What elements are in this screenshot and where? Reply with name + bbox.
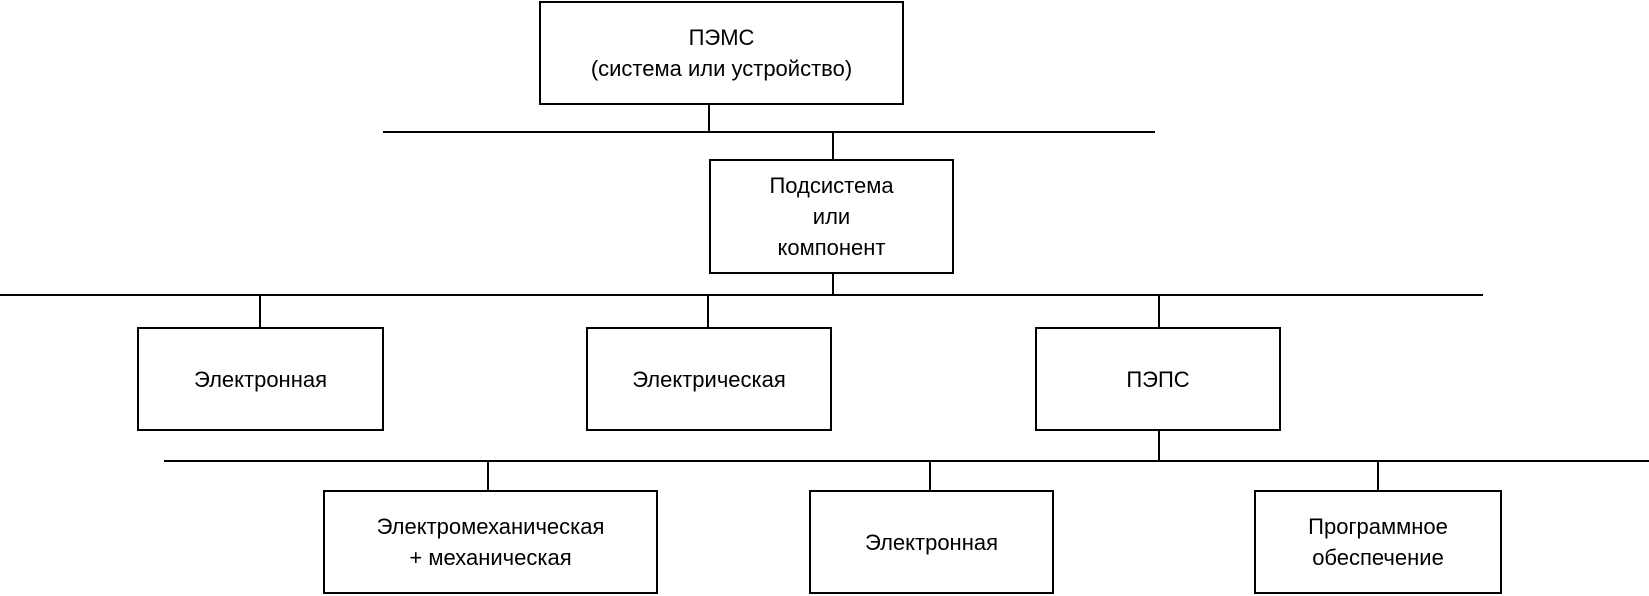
connector-peps-up [1158,294,1160,328]
subsystem-box: Подсистема или компонент [709,159,954,274]
connector-electronic2-up [929,460,931,492]
connector-electronic-up [259,294,261,328]
connector-bus-3 [164,460,1649,462]
root-label-line1: ПЭМС [688,25,755,50]
connector-bus-2 [0,294,1483,296]
connector-peps-down [1158,429,1160,461]
connector-electrical-up [707,294,709,328]
connector-root-down [708,104,710,132]
electronic-label: Электронная [193,366,328,392]
electronic2-label: Электронная [864,529,999,555]
software-box: Программное обеспечение [1254,490,1502,594]
subsystem-label-line3: компонент [777,235,886,260]
electromechanical-box: Электромеханическая + механическая [323,490,658,594]
electrical-box: Электрическая [586,327,832,431]
peps-label: ПЭПС [1126,366,1190,392]
electronic-box: Электронная [137,327,384,431]
subsystem-label-line2: или [812,204,851,229]
electromechanical-label-line1: Электромеханическая [376,514,605,539]
connector-subsystem-down [832,273,834,295]
connector-software-up [1377,460,1379,492]
root-label-line2: (система или устройство) [590,56,853,81]
peps-box: ПЭПС [1035,327,1281,431]
connector-electromech-up [487,460,489,492]
electrical-label: Электрическая [632,366,786,392]
electronic2-box: Электронная [809,490,1054,594]
connector-bus-1 [383,131,1155,133]
electromechanical-label-line2: + механическая [409,545,572,570]
subsystem-label-line1: Подсистема [769,173,894,198]
software-label-line1: Программное [1308,514,1448,539]
connector-subsystem-up [832,131,834,161]
root-box: ПЭМС (система или устройство) [539,1,904,105]
software-label-line2: обеспечение [1312,545,1444,570]
